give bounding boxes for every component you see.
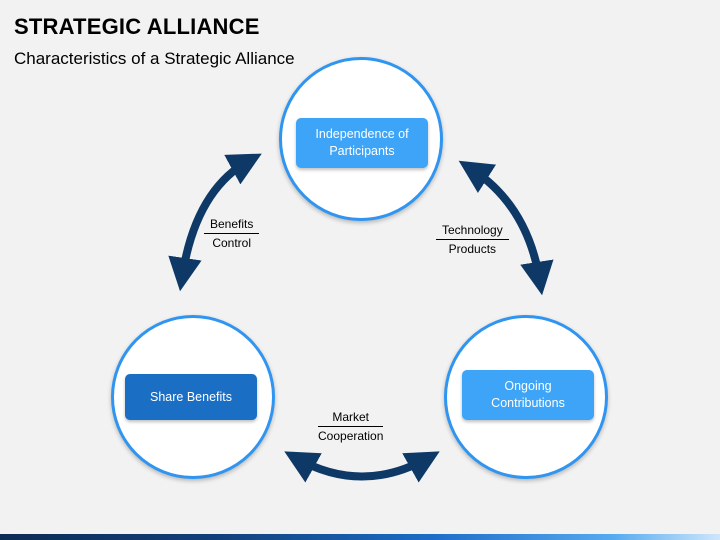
node-left-label: Share Benefits	[150, 389, 232, 404]
node-ongoing-contributions: Ongoing Contributions	[462, 370, 594, 420]
edge-left-bottom: Control	[212, 236, 252, 250]
edge-right-bottom: Products	[448, 242, 497, 256]
node-right-label: Ongoing Contributions	[491, 379, 565, 410]
node-top-label: Independence of Participants	[315, 127, 409, 158]
edge-label-right: Technology Products	[436, 222, 509, 257]
edge-left-top: Benefits	[204, 216, 260, 234]
page-subtitle: Characteristics of a Strategic Alliance	[14, 49, 295, 68]
edge-right-top: Technology	[436, 222, 509, 240]
edge-bottom-bottom: Cooperation	[318, 429, 384, 443]
double-arrow-left	[168, 153, 262, 292]
page-title: STRATEGIC ALLIANCE	[14, 14, 260, 39]
node-independence-of-participants: Independence of Participants	[296, 118, 428, 168]
double-arrow-right	[458, 160, 554, 296]
double-arrow-bottom	[284, 451, 440, 483]
node-share-benefits: Share Benefits	[125, 374, 257, 420]
edge-bottom-top: Market	[318, 409, 384, 427]
edge-label-left: Benefits Control	[204, 216, 260, 251]
edge-label-bottom: Market Cooperation	[318, 409, 384, 444]
footer-bar	[0, 534, 720, 540]
